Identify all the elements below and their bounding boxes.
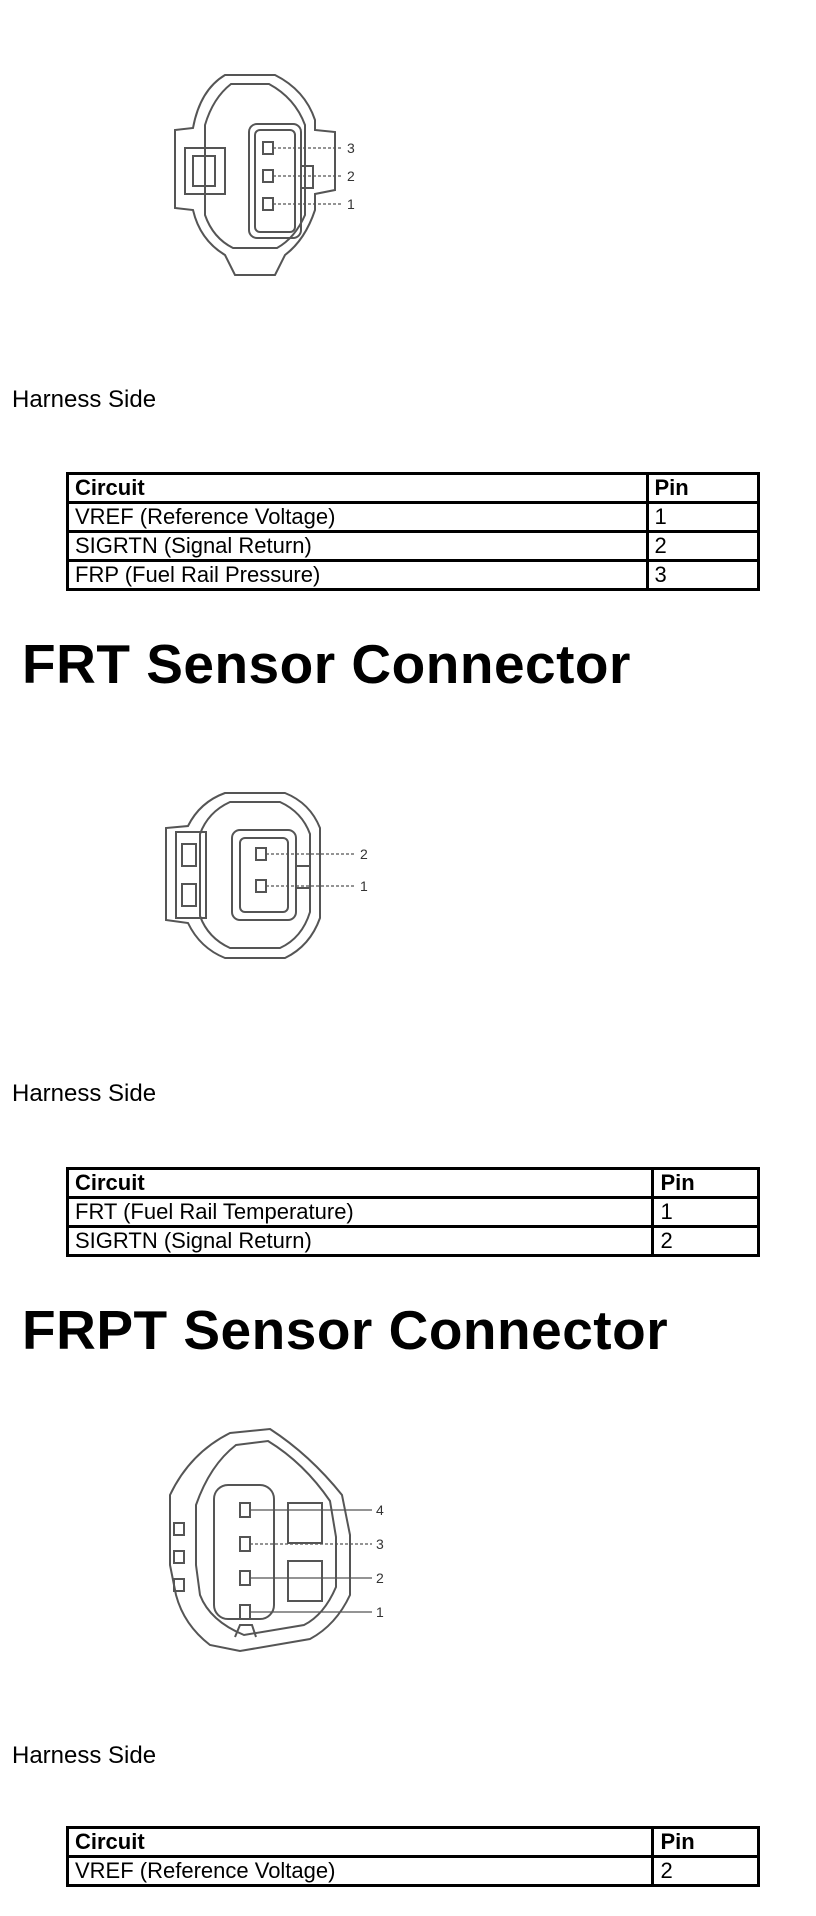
pin-label: 2 [347, 168, 355, 184]
pin-label: 1 [376, 1604, 384, 1620]
pin-cell: 1 [651, 1196, 760, 1228]
circuit-cell: FRT (Fuel Rail Temperature) [65, 1196, 655, 1228]
column-header-pin: Pin [651, 1167, 760, 1199]
table-header-row: Circuit Pin [66, 472, 760, 504]
harness-side-caption: Harness Side [12, 386, 157, 413]
table-row: SIGRTN (Signal Return) 2 [65, 1225, 760, 1257]
pin-label: 3 [347, 140, 355, 156]
frt-pin-table: Circuit Pin FRT (Fuel Rail Temperature) … [65, 1167, 760, 1257]
pin-label: 2 [376, 1570, 384, 1586]
pin-cell: 3 [645, 559, 760, 591]
pin-label: 1 [347, 196, 355, 212]
pin-cell: 1 [645, 501, 760, 533]
frp-pin-table: Circuit Pin VREF (Reference Voltage) 1 S… [66, 472, 760, 591]
column-header-circuit: Circuit [65, 1167, 655, 1199]
table-row: VREF (Reference Voltage) 2 [65, 1855, 760, 1887]
pin-label: 2 [360, 846, 368, 862]
harness-side-caption: Harness Side [12, 1742, 157, 1769]
frp-connector-diagram: 3 2 1 [165, 70, 365, 280]
pin-label: 4 [376, 1502, 384, 1518]
column-header-circuit: Circuit [66, 472, 649, 504]
frpt-connector-diagram: 4 3 2 1 [160, 1425, 400, 1655]
pin-cell: 2 [651, 1225, 760, 1257]
column-header-pin: Pin [645, 472, 760, 504]
column-header-circuit: Circuit [65, 1826, 655, 1858]
section-heading-frpt: FRPT Sensor Connector [22, 1299, 669, 1361]
circuit-cell: FRP (Fuel Rail Pressure) [66, 559, 649, 591]
circuit-cell: VREF (Reference Voltage) [66, 501, 649, 533]
table-header-row: Circuit Pin [65, 1826, 760, 1858]
circuit-cell: SIGRTN (Signal Return) [66, 530, 649, 562]
table-header-row: Circuit Pin [65, 1167, 760, 1199]
table-row: FRT (Fuel Rail Temperature) 1 [65, 1196, 760, 1228]
table-row: VREF (Reference Voltage) 1 [66, 501, 760, 533]
frt-connector-diagram: 2 1 [160, 788, 380, 968]
harness-side-caption: Harness Side [12, 1080, 157, 1107]
pin-label: 3 [376, 1536, 384, 1552]
column-header-pin: Pin [651, 1826, 760, 1858]
table-row: FRP (Fuel Rail Pressure) 3 [66, 559, 760, 591]
circuit-cell: SIGRTN (Signal Return) [65, 1225, 655, 1257]
pin-cell: 2 [651, 1855, 760, 1887]
frpt-pin-table: Circuit Pin VREF (Reference Voltage) 2 [65, 1826, 760, 1887]
table-row: SIGRTN (Signal Return) 2 [66, 530, 760, 562]
section-heading-frt: FRT Sensor Connector [22, 633, 631, 695]
circuit-cell: VREF (Reference Voltage) [65, 1855, 655, 1887]
pin-label: 1 [360, 878, 368, 894]
pin-cell: 2 [645, 530, 760, 562]
